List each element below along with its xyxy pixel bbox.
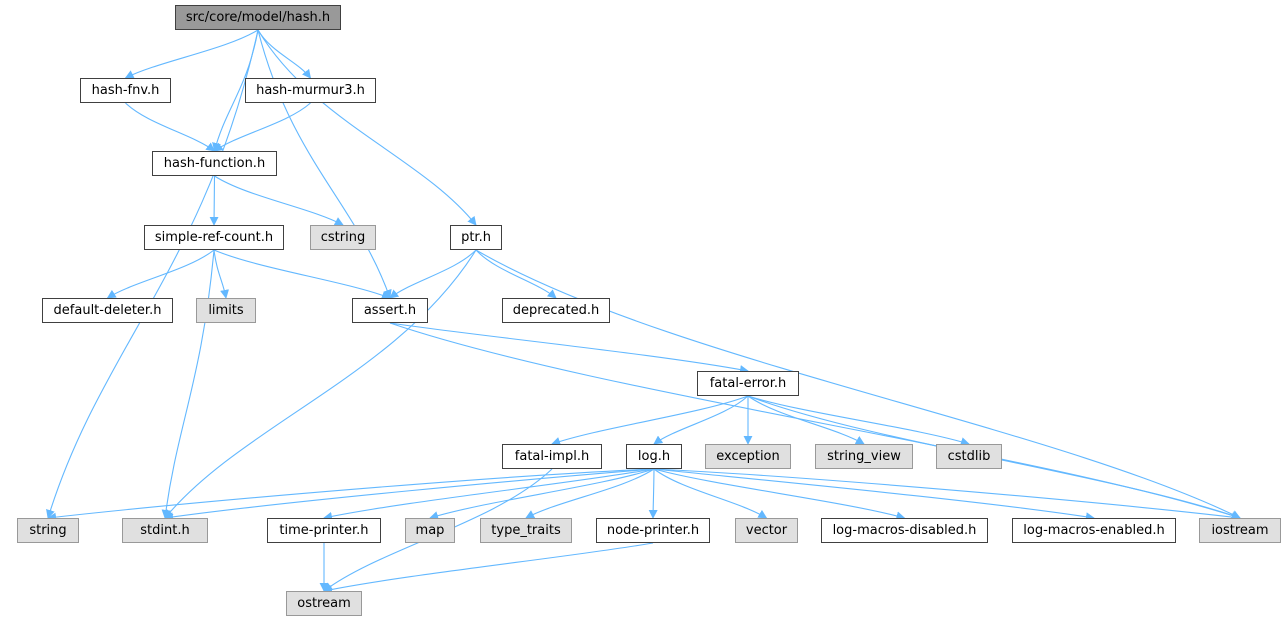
edge-assert-to-fatal-error [389, 322, 749, 374]
edge-log-to-time-printer [323, 468, 655, 521]
edge-hash-function-to-cstring [214, 175, 344, 226]
edge-log-to-stdint [164, 468, 655, 522]
edge-log-to-log-macros-enabled [653, 468, 1095, 522]
node-log-macros-enabled-h[interactable]: log-macros-enabled.h [1012, 518, 1176, 543]
edge-hash-function-to-simple-ref-count [209, 175, 219, 226]
edge-fatal-error-to-cstdlib [747, 395, 970, 446]
edge-log-to-map [429, 468, 655, 520]
node-stdint-h: stdint.h [122, 518, 208, 543]
node-exception: exception [705, 444, 791, 469]
node-node-printer-h[interactable]: node-printer.h [596, 518, 710, 543]
edge-ptr-to-assert [389, 249, 477, 299]
node-default-deleter-h[interactable]: default-deleter.h [42, 298, 173, 323]
edge-node-printer-to-ostream [323, 542, 654, 594]
edge-hash-murmur3-to-hash-function [213, 102, 311, 152]
node-deprecated-h[interactable]: deprecated.h [502, 298, 610, 323]
node-string-view: string_view [815, 444, 913, 469]
node-cstring: cstring [310, 225, 376, 250]
edge-root-to-hash-fnv [124, 29, 259, 79]
node-fatal-error-h[interactable]: fatal-error.h [697, 371, 799, 396]
edge-ptr-to-deprecated [475, 249, 557, 299]
node-time-printer-h[interactable]: time-printer.h [267, 518, 381, 543]
node-string: string [17, 518, 79, 543]
edge-simple-ref-count-to-limits [213, 249, 230, 299]
edge-log-to-log-macros-disabled [653, 468, 906, 521]
edge-simple-ref-count-to-default-deleter [106, 249, 215, 299]
edge-log-to-node-printer [648, 468, 658, 519]
edge-log-to-vector [653, 468, 768, 519]
edge-log-to-type-traits [525, 468, 655, 519]
node-iostream: iostream [1199, 518, 1281, 543]
node-log-macros-disabled-h[interactable]: log-macros-disabled.h [821, 518, 988, 543]
node-limits: limits [196, 298, 256, 323]
node-cstdlib: cstdlib [936, 444, 1002, 469]
node-vector: vector [735, 518, 798, 543]
node-root-hash-h: src/core/model/hash.h [175, 5, 341, 30]
edge-fatal-error-to-log [653, 395, 749, 445]
edge-log-to-string [47, 468, 655, 522]
node-log-h[interactable]: log.h [626, 444, 682, 469]
node-assert-h[interactable]: assert.h [352, 298, 428, 323]
edge-fatal-error-to-fatal-impl [551, 395, 749, 446]
node-map: map [405, 518, 455, 543]
edge-ptr-to-iostream [475, 249, 1241, 519]
edge-root-to-ptr [257, 29, 477, 226]
node-hash-fnv-h[interactable]: hash-fnv.h [80, 78, 171, 103]
edge-hash-fnv-to-hash-function [125, 102, 216, 152]
edge-fatal-error-to-string-view [747, 395, 865, 445]
node-ostream: ostream [286, 591, 362, 616]
edge-root-to-assert [257, 29, 392, 299]
edge-log-to-iostream [653, 468, 1241, 522]
edge-simple-ref-count-to-stdint [161, 249, 215, 519]
node-ptr-h[interactable]: ptr.h [450, 225, 502, 250]
node-type-traits: type_traits [480, 518, 572, 543]
node-simple-ref-count-h[interactable]: simple-ref-count.h [144, 225, 284, 250]
edge-simple-ref-count-to-assert [213, 249, 391, 300]
node-fatal-impl-h[interactable]: fatal-impl.h [502, 444, 602, 469]
node-hash-function-h[interactable]: hash-function.h [152, 151, 277, 176]
node-hash-murmur3-h[interactable]: hash-murmur3.h [245, 78, 376, 103]
edge-ptr-to-stdint [164, 249, 477, 519]
